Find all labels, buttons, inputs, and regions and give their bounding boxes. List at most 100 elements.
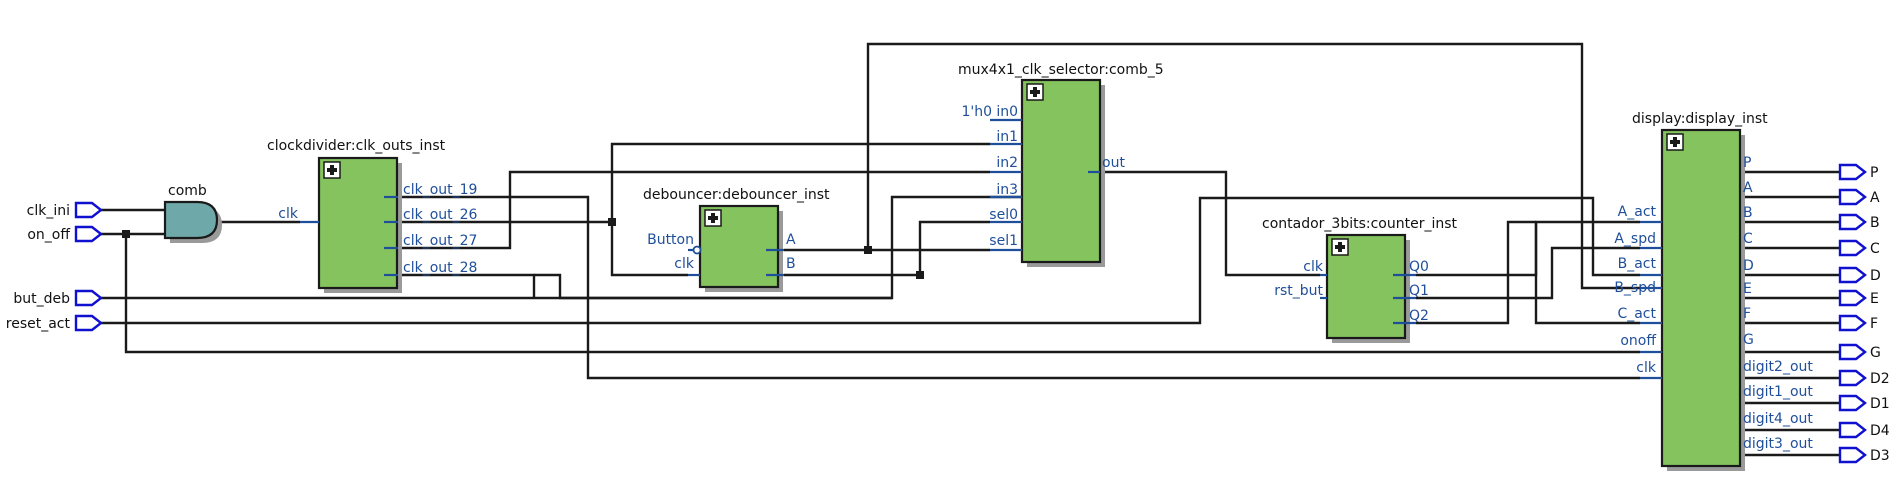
out-pin-label: B: [1743, 205, 1753, 221]
wire: [101, 196, 1640, 325]
wires: [101, 42, 1840, 457]
out-pin-label: Q0: [1409, 259, 1429, 275]
pentagon-port-icon: [74, 201, 103, 219]
pentagon-port-icon: [1838, 314, 1867, 332]
output-port-label: G: [1870, 345, 1881, 361]
plus-icon: [1670, 140, 1680, 144]
output-port-label: D4: [1870, 423, 1890, 439]
junction-dot: [864, 246, 872, 254]
in-pin-label: sel0: [989, 207, 1018, 223]
output-port-label: C: [1870, 241, 1880, 257]
wire: [124, 234, 1640, 354]
wire: [784, 220, 990, 277]
output-port[interactable]: P: [1838, 163, 1878, 181]
clockdivider-block[interactable]: clockdivider:clk_outs_inst clk clk_out_1…: [267, 138, 478, 293]
pentagon-port-icon: [1838, 369, 1867, 387]
output-port[interactable]: G: [1838, 343, 1881, 361]
out-pin-label: digit3_out: [1743, 436, 1813, 452]
pentagon-port-icon: [74, 314, 103, 332]
out-pin-label: digit2_out: [1743, 359, 1813, 375]
input-port-reset-act[interactable]: reset_act: [6, 314, 103, 332]
wire: [398, 195, 1640, 380]
wire: [398, 273, 536, 298]
output-port[interactable]: D1: [1838, 394, 1890, 412]
output-port[interactable]: E: [1838, 289, 1879, 307]
output-port[interactable]: D: [1838, 266, 1881, 284]
output-port[interactable]: D4: [1838, 421, 1890, 439]
junction-dot: [122, 230, 130, 238]
output-port[interactable]: D2: [1838, 369, 1890, 387]
out-pin-label: clk_out_19: [403, 182, 477, 198]
in-pin-label: clk: [674, 256, 695, 272]
in-pin-label: in3: [996, 182, 1018, 198]
pentagon-port-icon: [1838, 394, 1867, 412]
pentagon-port-icon: [1838, 163, 1867, 181]
in-pin-label: onoff: [1620, 333, 1656, 349]
pentagon-port-icon: [1838, 213, 1867, 231]
block-body: [1660, 128, 1742, 468]
in-pin-label: clk: [278, 206, 299, 222]
out-pin-label: digit4_out: [1743, 411, 1813, 427]
in-pin-label: A_spd: [1614, 231, 1656, 247]
input-ports: clk_ini on_off but_deb reset_act: [6, 201, 103, 332]
output-port[interactable]: A: [1838, 188, 1880, 206]
out-pin-label: D: [1743, 258, 1754, 274]
plus-icon: [1335, 245, 1345, 249]
out-pin-label: out: [1102, 155, 1125, 171]
out-pin-label: clk_out_26: [403, 207, 478, 223]
output-port[interactable]: C: [1838, 239, 1880, 257]
inverter-bubble-icon: [692, 245, 702, 255]
input-port-on-off[interactable]: on_off: [27, 225, 103, 243]
pentagon-port-icon: [1838, 188, 1867, 206]
mux-block[interactable]: mux4x1_clk_selector:comb_5 1'h0 in0 in1 …: [958, 62, 1164, 267]
in-pin-label: in0: [996, 104, 1018, 120]
wire: [1534, 222, 1640, 325]
junctions: [122, 218, 924, 279]
in-pin-label: in1: [996, 129, 1018, 145]
junction-dot: [916, 271, 924, 279]
counter-block[interactable]: contador_3bits:counter_inst clk rst_but …: [1262, 216, 1458, 343]
out-pin-label: Q1: [1409, 283, 1429, 299]
out-pin-label: Q2: [1409, 308, 1429, 324]
output-port[interactable]: B: [1838, 213, 1880, 231]
in-pin-label: in2: [996, 155, 1018, 171]
wire: [1416, 220, 1536, 325]
out-pin-label: A: [1743, 180, 1753, 196]
comb-gate[interactable]: comb: [163, 183, 222, 243]
output-port-label: E: [1870, 291, 1879, 307]
junction-dot: [608, 218, 616, 226]
pentagon-port-icon: [1838, 343, 1867, 361]
gate-label: comb: [168, 183, 207, 199]
out-pin-label: F: [1743, 306, 1751, 322]
in-pin-label: sel1: [989, 233, 1018, 249]
in-pin-label: B_act: [1618, 256, 1657, 272]
input-port-clk-ini[interactable]: clk_ini: [27, 201, 103, 219]
out-pin-label: P: [1743, 155, 1751, 171]
wire: [101, 195, 1040, 300]
output-port[interactable]: F: [1838, 314, 1878, 332]
input-port-label: clk_ini: [27, 203, 70, 219]
plus-icon: [1030, 90, 1040, 94]
output-port[interactable]: D3: [1838, 446, 1890, 464]
block-body: [1020, 78, 1102, 264]
output-port-label: P: [1870, 165, 1878, 181]
input-port-label: on_off: [27, 227, 70, 243]
wire: [1100, 170, 1320, 277]
block-title: display:display_inst: [1632, 111, 1768, 127]
output-port-label: D2: [1870, 371, 1890, 387]
input-port-but-deb[interactable]: but_deb: [13, 289, 103, 307]
pentagon-port-icon: [1838, 446, 1867, 464]
input-port-label: reset_act: [6, 316, 71, 332]
out-pin-label: clk_out_27: [403, 233, 477, 249]
wire: [610, 222, 688, 277]
display-block[interactable]: display:display_inst A_act A_spd B_act B…: [1614, 111, 1813, 471]
block-title: debouncer:debouncer_inst: [643, 187, 830, 203]
out-pin-label: B: [786, 256, 796, 272]
pentagon-port-icon: [1838, 289, 1867, 307]
debouncer-block[interactable]: debouncer:debouncer_inst Button clk A B: [643, 187, 830, 292]
in-pin-label: clk: [1303, 259, 1324, 275]
wire: [1416, 246, 1640, 300]
in-pin-label: C_act: [1617, 306, 1656, 322]
in-pin-label: B_spd: [1614, 280, 1656, 296]
